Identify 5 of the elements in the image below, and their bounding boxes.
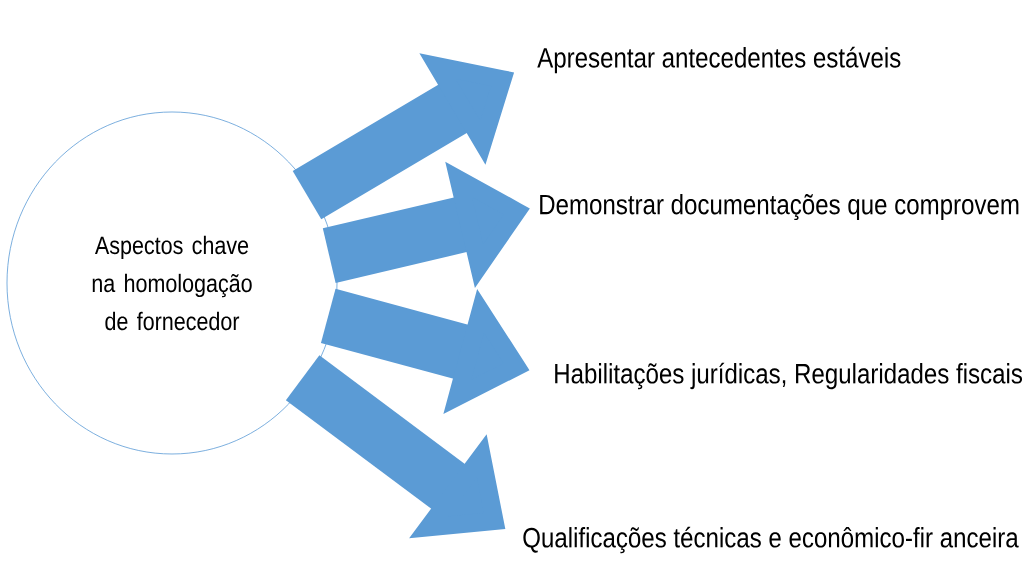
item-text: Habilitações jurídicas, Regularidades fiscais [555, 362, 1022, 390]
item-text: Qualificações técnicas e econômico-fir anceira [523, 526, 1019, 554]
item-text: Demonstrar documentações que comprovem [540, 193, 1019, 221]
item-text: Apresentar antecedentes estáveis [537, 46, 901, 74]
oval-node: Aspectos chave na homologação de fornecedor [6, 111, 338, 455]
